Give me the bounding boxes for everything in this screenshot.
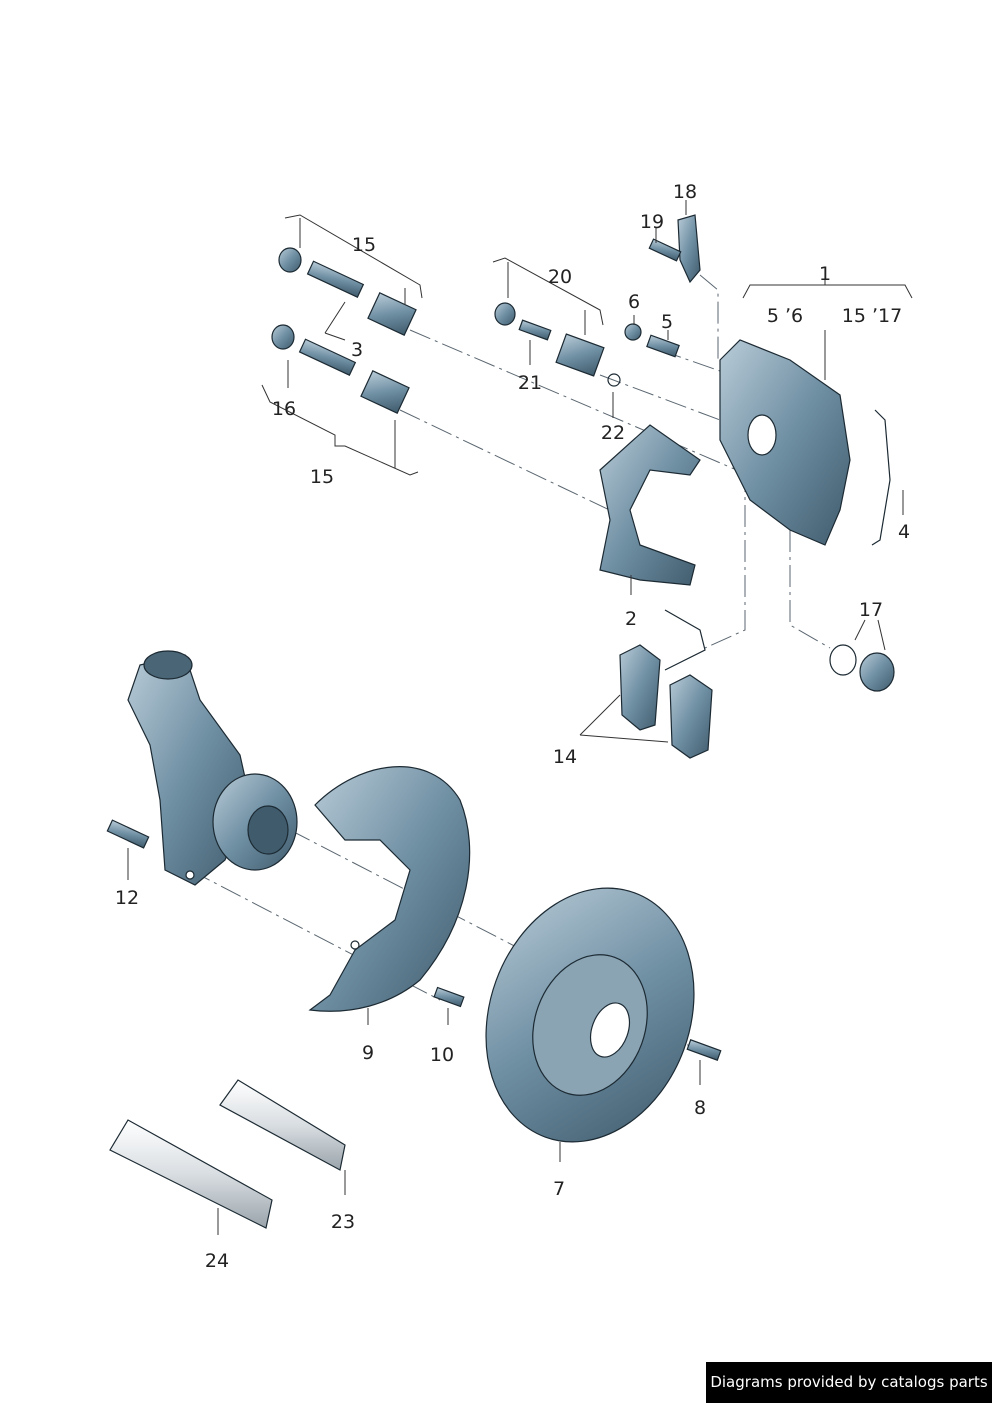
callout-1-sub-b: 15 ʼ17 [842, 305, 902, 327]
callout-23: 23 [331, 1211, 355, 1233]
callout-19: 19 [640, 211, 664, 233]
brake-disc [485, 887, 695, 1143]
callout-22: 22 [601, 422, 625, 444]
callout-15-bottom: 15 [310, 466, 334, 488]
callout-6: 6 [628, 291, 640, 313]
callout-14: 14 [553, 746, 577, 768]
callout-2: 2 [625, 608, 637, 630]
callout-17: 17 [859, 599, 883, 621]
callout-15-top: 15 [352, 234, 376, 256]
leader-lines [127, 200, 913, 1235]
steering-knuckle [127, 650, 298, 886]
callout-7: 7 [553, 1178, 565, 1200]
callout-1-sub-a: 5 ʼ6 [767, 305, 803, 327]
callout-16: 16 [272, 398, 296, 420]
callout-4: 4 [898, 521, 910, 543]
callout-3: 3 [351, 339, 363, 361]
diagram-credit-banner: Diagrams provided by catalogs parts [706, 1362, 992, 1403]
callout-21: 21 [518, 372, 542, 394]
callout-5: 5 [661, 311, 673, 333]
backing-plate [308, 766, 471, 1012]
retaining-spring [871, 409, 891, 546]
brake-caliper [719, 339, 851, 546]
grease-tubes [109, 1079, 346, 1229]
callout-12: 12 [115, 887, 139, 909]
callout-8: 8 [694, 1097, 706, 1119]
callout-9: 9 [362, 1042, 374, 1064]
callout-20: 20 [548, 266, 572, 288]
small-parts [106, 214, 895, 1061]
brake-carrier [599, 424, 701, 586]
callout-10: 10 [430, 1044, 454, 1066]
callout-24: 24 [205, 1250, 229, 1272]
callout-labels: 1 5 ʼ6 15 ʼ17 2 3 4 5 6 7 8 9 10 12 14 1… [115, 181, 910, 1272]
brake-pads [619, 609, 713, 759]
callout-1: 1 [819, 263, 831, 285]
callout-18: 18 [673, 181, 697, 203]
